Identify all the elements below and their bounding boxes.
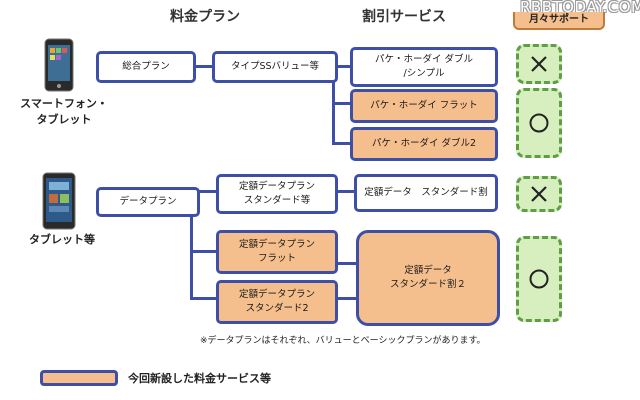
discount-column-header: 割引サービス — [362, 9, 446, 25]
teigaku-data-standard-box: 定額データプラン スタンダード等 — [216, 174, 338, 214]
legend-label: 今回新設した料金サービス等 — [128, 372, 271, 385]
connector — [336, 262, 356, 265]
sogo-plan-box: 総合プラン — [96, 51, 196, 83]
circle-icon — [529, 113, 549, 133]
teigaku-data-standard-discount2-box: 定額データ スタンダード割２ — [356, 230, 500, 326]
teigaku-data-standard-discount-box: 定額データ スタンダード割 — [354, 174, 498, 212]
smartphone-tablet-label: スマートフォン・ タブレット — [20, 97, 108, 126]
tablet-label: タブレット等 — [29, 233, 95, 246]
connector — [194, 65, 212, 68]
mark-upper-circle — [516, 88, 562, 158]
footnote: ※データプランはそれぞれ、バリューとベーシックプランがあります。 — [200, 336, 486, 346]
connector — [332, 142, 350, 145]
smartphone-icon — [44, 38, 74, 96]
connector — [332, 65, 335, 145]
teigaku-data-flat-box: 定額データプラン フラット — [216, 230, 338, 274]
data-plan-box: データプラン — [96, 187, 200, 217]
circle-icon — [529, 269, 549, 289]
monthly-support-tab: 月々サポート — [513, 12, 605, 30]
connector — [190, 190, 216, 193]
connector — [190, 250, 216, 253]
connector — [336, 65, 350, 68]
connector — [336, 190, 354, 193]
cross-icon — [531, 56, 547, 72]
legend-swatch — [40, 370, 118, 386]
cross-icon — [531, 186, 547, 202]
pake-hodai-flat-box: パケ・ホーダイ フラット — [350, 89, 498, 123]
connector — [336, 297, 356, 300]
plan-column-header: 料金プラン — [170, 9, 240, 25]
teigaku-data-standard2-box: 定額データプラン スタンダード2 — [216, 280, 338, 324]
type-ss-value-box: タイプSSバリュー等 — [212, 51, 338, 83]
mark-lower-cross — [516, 176, 562, 212]
mark-lower-circle — [516, 236, 562, 322]
connector — [332, 102, 350, 105]
tablet-icon — [42, 172, 76, 234]
pake-hodai-double2-box: パケ・ホーダイ ダブル2 — [350, 127, 498, 161]
connector — [190, 297, 216, 300]
pake-hodai-double-simple-box: パケ・ホーダイ ダブル /シンプル — [350, 47, 498, 87]
mark-upper-cross — [516, 44, 562, 84]
